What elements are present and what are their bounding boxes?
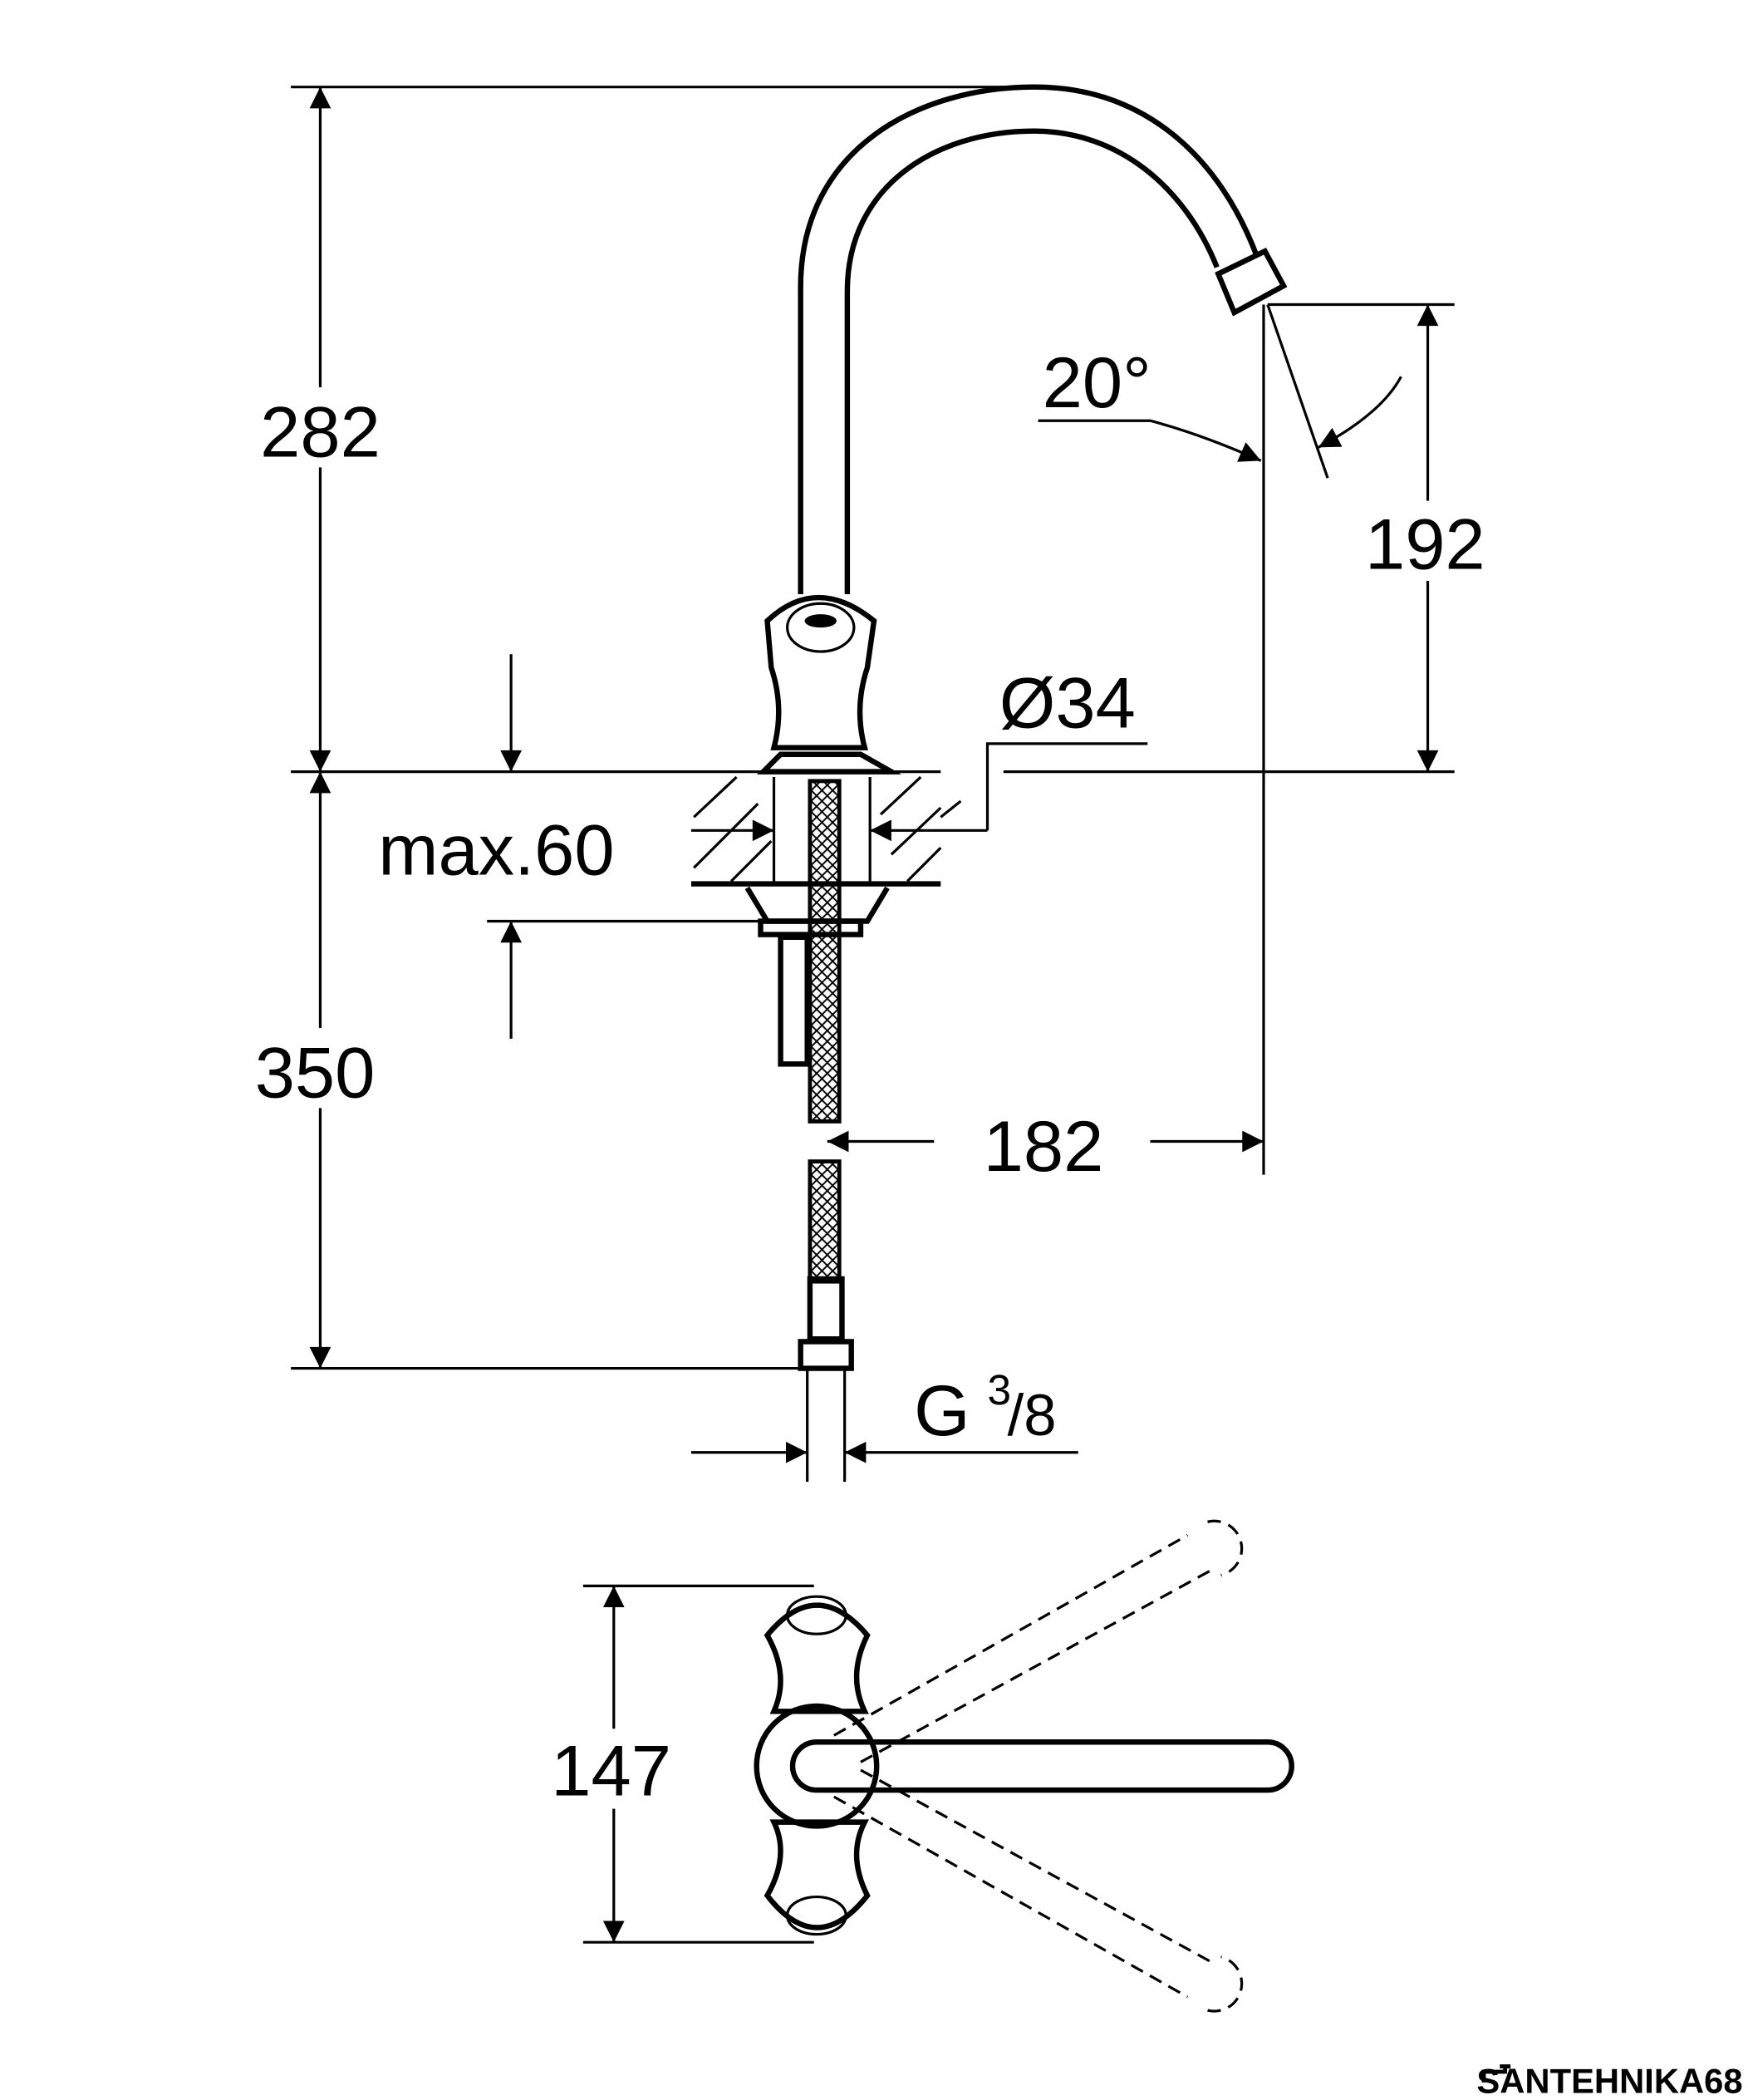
spout-aerator: [1215, 248, 1288, 317]
dimension-diameter-34: Ø34: [690, 663, 1148, 842]
dimension-label: /8: [1008, 1382, 1057, 1448]
dimension-label: 282: [260, 392, 381, 473]
dimension-label: max.60: [378, 809, 614, 890]
dimension-282: 282: [240, 86, 1041, 772]
dimension-max-60: max.60: [378, 654, 768, 1039]
faucet-side-view: [744, 84, 1288, 1483]
dimension-connection: G 3 /8: [690, 1365, 1078, 1463]
dimension-angle-20: 20°: [1038, 303, 1402, 1175]
dimension-182: 182: [827, 1106, 1264, 1187]
dimension-192: 192: [1267, 302, 1501, 772]
dimension-label: Ø34: [999, 663, 1136, 744]
faucet-top-view: 147: [540, 1519, 1294, 2013]
handle: [764, 594, 877, 750]
dimension-label: 20°: [1043, 342, 1151, 423]
dimension-350: 350: [240, 771, 808, 1370]
dimension-label: 350: [255, 1033, 376, 1114]
dimension-label: 147: [551, 1731, 671, 1812]
dimension-label: 182: [984, 1106, 1104, 1187]
dimension-label: G: [914, 1370, 970, 1451]
faucet-icon: [1481, 2064, 1511, 2083]
watermark-logo: SANTEHNIKA68: [1476, 2062, 1742, 2100]
watermark-text: SANTEHNIKA68: [1476, 2062, 1742, 2100]
dimension-label: 192: [1365, 504, 1485, 584]
dimension-label: 3: [988, 1365, 1012, 1414]
